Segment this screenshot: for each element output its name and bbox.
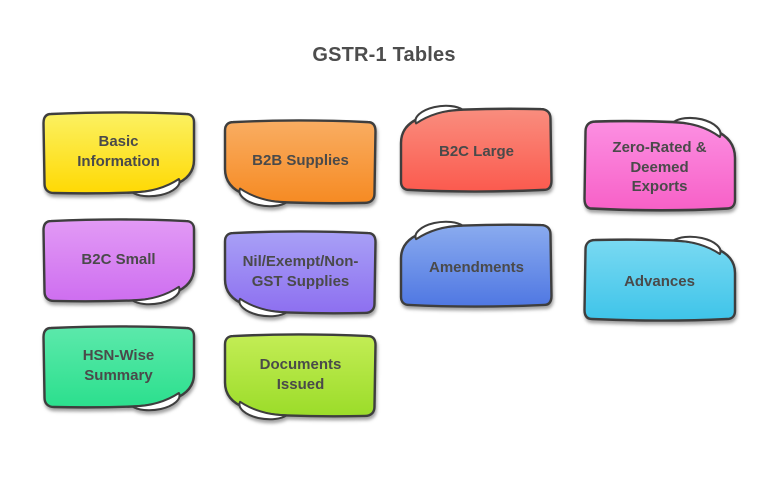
note-label: Advances	[624, 273, 695, 291]
page-curl	[131, 285, 181, 306]
page-curl	[414, 220, 464, 241]
sticky-note-shape	[223, 230, 377, 318]
sticky-note-shape	[42, 325, 196, 412]
note-label: Documents Issued	[259, 355, 342, 393]
note-label: Zero-Rated & Deemed Exports	[612, 138, 707, 196]
note-label: Nil/Exempt/Non- GST Supplies	[242, 252, 359, 290]
note-advances: Advances	[581, 235, 738, 323]
page-title: GSTR-1 Tables	[312, 44, 456, 66]
page-curl	[131, 178, 181, 198]
sticky-note-shape	[583, 235, 737, 322]
note-label: B2C Large	[438, 143, 515, 161]
note-label: B2C Small	[81, 250, 156, 268]
sticky-note-shape	[223, 333, 377, 421]
sticky-note-shape	[399, 104, 553, 193]
page-curl	[672, 235, 722, 255]
note-b2c-large: B2C Large	[398, 104, 555, 194]
page-curl	[131, 392, 181, 412]
note-basic-information: Basic Information	[40, 110, 197, 198]
note-label: Amendments	[428, 258, 525, 276]
note-b2b-supplies: B2B Supplies	[222, 118, 379, 208]
note-label: B2B Supplies	[252, 152, 349, 170]
note-b2c-small: B2C Small	[40, 217, 197, 306]
sticky-note-shape	[42, 218, 196, 306]
note-documents-issued: Documents Issued	[222, 332, 379, 421]
sticky-note-shape	[223, 119, 377, 208]
note-zero-rated-deemed-exports: Zero-Rated & Deemed Exports	[581, 116, 738, 213]
page-curl	[672, 116, 722, 139]
sticky-note-shape	[583, 116, 737, 212]
note-label: HSN-Wise Summary	[82, 347, 155, 384]
page-curl	[238, 297, 288, 318]
note-hsn-wise-summary: HSN-Wise Summary	[40, 324, 197, 412]
page-curl	[238, 187, 288, 208]
note-amendments: Amendments	[398, 220, 555, 309]
note-label: Basic Information	[77, 133, 160, 170]
sticky-note-shape	[399, 220, 553, 308]
page-curl	[414, 104, 464, 125]
sticky-note-shape	[42, 111, 196, 198]
page-curl	[238, 400, 288, 421]
note-nil-exempt-non-gst-supplies: Nil/Exempt/Non- GST Supplies	[222, 229, 379, 318]
